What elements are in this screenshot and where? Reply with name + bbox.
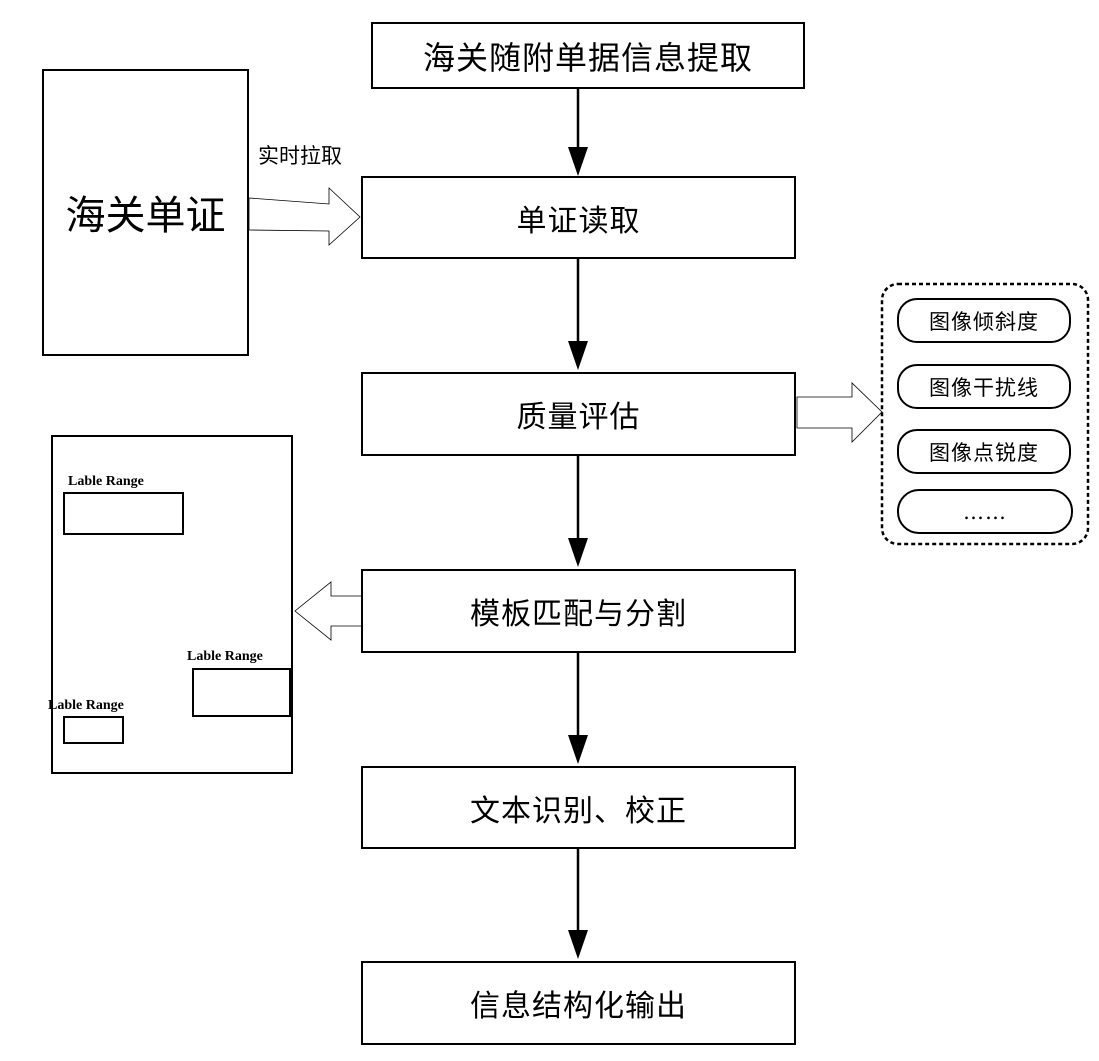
step-recognize-label: 文本识别、校正 (470, 793, 687, 829)
step-extract-box: 海关随附单据信息提取 (371, 22, 805, 89)
step-recognize-box: 文本识别、校正 (361, 766, 796, 849)
factor-more-pill: …… (897, 489, 1073, 534)
pull-label: 实时拉取 (258, 144, 342, 168)
factor-more-label: …… (963, 499, 1007, 524)
template-region-2 (192, 668, 291, 717)
step-read-box: 单证读取 (361, 176, 796, 259)
factor-interference-label: 图像干扰线 (929, 375, 1039, 400)
quality-factors-group-border (880, 282, 1090, 546)
factor-sharpness-pill: 图像点锐度 (897, 429, 1071, 474)
template-hollow-arrow (294, 581, 363, 641)
factor-tilt-pill: 图像倾斜度 (897, 298, 1071, 343)
step-template-box: 模板匹配与分割 (361, 569, 796, 653)
step-output-box: 信息结构化输出 (361, 961, 796, 1045)
template-label-2: Lable Range (187, 649, 263, 664)
template-region-1 (63, 492, 184, 535)
pull-hollow-arrow (248, 187, 361, 246)
flow-arrow-5 (568, 849, 588, 959)
step-template-label: 模板匹配与分割 (470, 597, 687, 632)
source-document-label: 海关单证 (65, 193, 226, 239)
template-label-3: Lable Range (48, 698, 124, 713)
step-output-label: 信息结构化输出 (470, 989, 687, 1024)
step-quality-box: 质量评估 (361, 372, 796, 456)
template-region-3 (63, 716, 124, 744)
step-read-label: 单证读取 (516, 203, 641, 239)
factor-tilt-label: 图像倾斜度 (929, 309, 1039, 334)
template-label-1: Lable Range (68, 474, 144, 489)
factor-interference-pill: 图像干扰线 (897, 364, 1071, 409)
source-document-box (42, 69, 249, 356)
flow-arrow-2 (568, 259, 588, 370)
flow-arrow-1 (568, 89, 588, 176)
quality-hollow-arrow (796, 382, 883, 443)
flow-arrow-3 (568, 456, 588, 567)
step-extract-label: 海关随附单据信息提取 (422, 38, 753, 77)
flow-arrow-4 (568, 653, 588, 764)
step-quality-label: 质量评估 (516, 400, 641, 435)
factor-sharpness-label: 图像点锐度 (929, 440, 1039, 465)
